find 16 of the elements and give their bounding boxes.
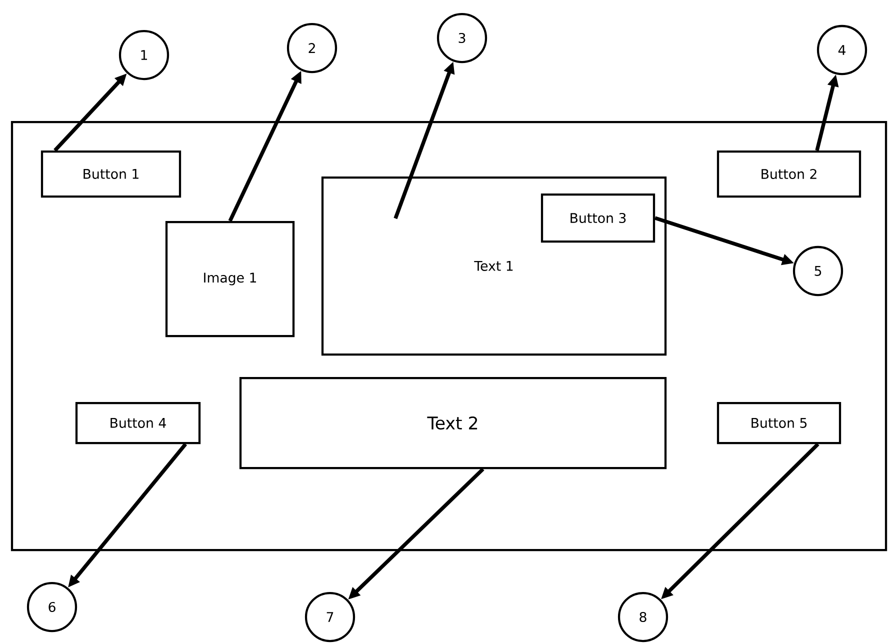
button-box: Button 1 [40, 150, 182, 198]
callout-number: 5 [792, 246, 844, 296]
callout-number: 3 [436, 12, 488, 64]
button-box: Button 2 [716, 150, 862, 198]
callout-number: 2 [286, 22, 338, 74]
callout-number: 7 [304, 592, 356, 642]
page-frame [10, 120, 888, 552]
callout-number: 8 [618, 592, 668, 642]
button-box: Button 4 [75, 402, 201, 444]
button-box: Button 3 [540, 193, 656, 243]
text-box: Text 2 [239, 376, 667, 470]
image-box: Image 1 [165, 220, 295, 338]
button-box: Button 5 [716, 402, 842, 444]
callout-number: 1 [118, 30, 170, 80]
callout-number: 4 [816, 24, 868, 76]
callout-number: 6 [26, 582, 78, 632]
